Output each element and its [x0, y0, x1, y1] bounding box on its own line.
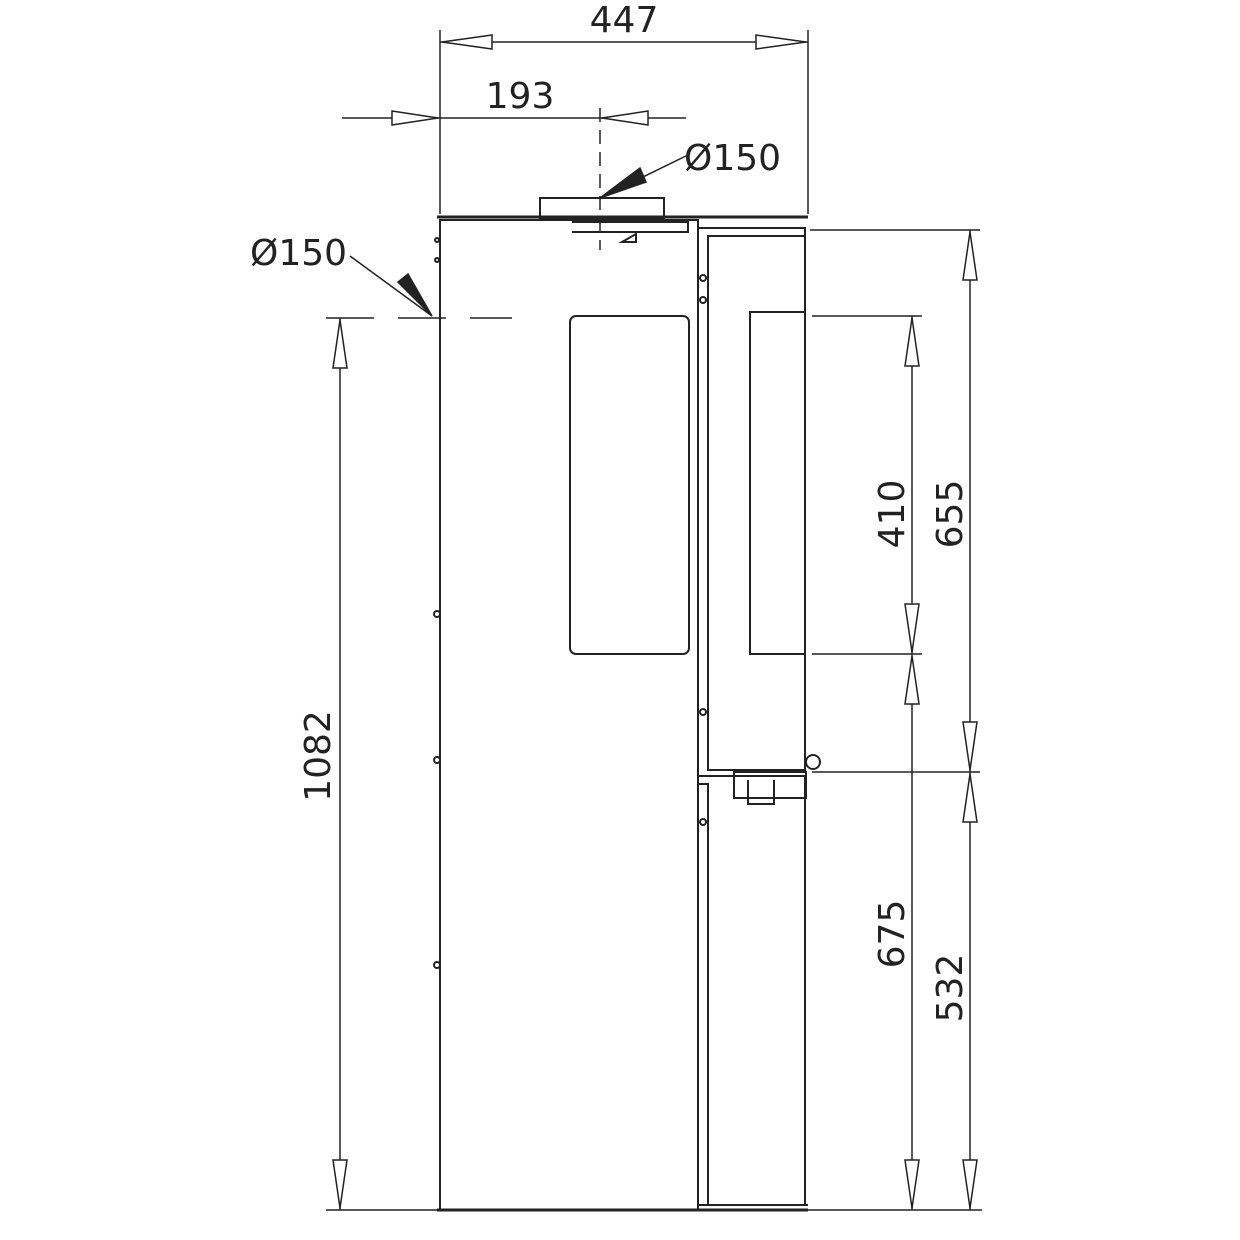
side-ash-lip [747, 780, 775, 805]
door-hinge-dot [699, 274, 707, 282]
arrow-1082-top [332, 319, 348, 369]
arrow-rear-flue [396, 272, 433, 317]
arrow-675-top [904, 655, 920, 705]
rear-rivet [433, 756, 441, 764]
arrow-447-right [755, 34, 807, 50]
side-door-outline [698, 227, 806, 770]
flue-mark [618, 232, 637, 243]
label-rear-flue-diameter: Ø150 [250, 233, 347, 274]
arrow-1082-bottom [332, 1159, 348, 1209]
label-1082: 1082 [298, 710, 339, 802]
front-glass [569, 315, 690, 655]
rear-rivet [433, 610, 441, 618]
arrow-655-bottom [962, 721, 978, 771]
arrow-410-bottom [904, 603, 920, 653]
arrow-532-top [962, 773, 978, 823]
label-675: 675 [872, 900, 913, 969]
rear-rivet [433, 961, 441, 969]
arrow-193-right [601, 110, 649, 126]
top-flue-inner [572, 221, 689, 233]
label-193: 193 [486, 76, 555, 117]
rear-rivet [434, 237, 440, 243]
label-447: 447 [590, 0, 659, 41]
label-top-flue-diameter: Ø150 [684, 138, 781, 179]
top-flue-collar [539, 197, 665, 219]
arrow-top-flue [599, 166, 648, 199]
rear-rivet [434, 257, 440, 263]
side-hinge-block [733, 771, 807, 799]
arrow-675-bottom [904, 1159, 920, 1209]
arrow-193-left [391, 110, 439, 126]
label-410: 410 [872, 480, 913, 549]
leader-rear-flue [349, 255, 433, 317]
arrow-532-bottom [962, 1159, 978, 1209]
door-hinge-dot [699, 818, 707, 826]
arrow-410-top [904, 317, 920, 367]
arrow-447-left [441, 34, 493, 50]
label-655: 655 [930, 480, 971, 549]
arrow-655-top [962, 231, 978, 281]
side-knob [805, 754, 821, 770]
side-inner-frame [707, 235, 806, 771]
door-hinge-dot [699, 296, 707, 304]
door-hinge-dot [699, 708, 707, 716]
side-lower-panel [698, 775, 806, 1206]
label-532: 532 [930, 954, 971, 1023]
